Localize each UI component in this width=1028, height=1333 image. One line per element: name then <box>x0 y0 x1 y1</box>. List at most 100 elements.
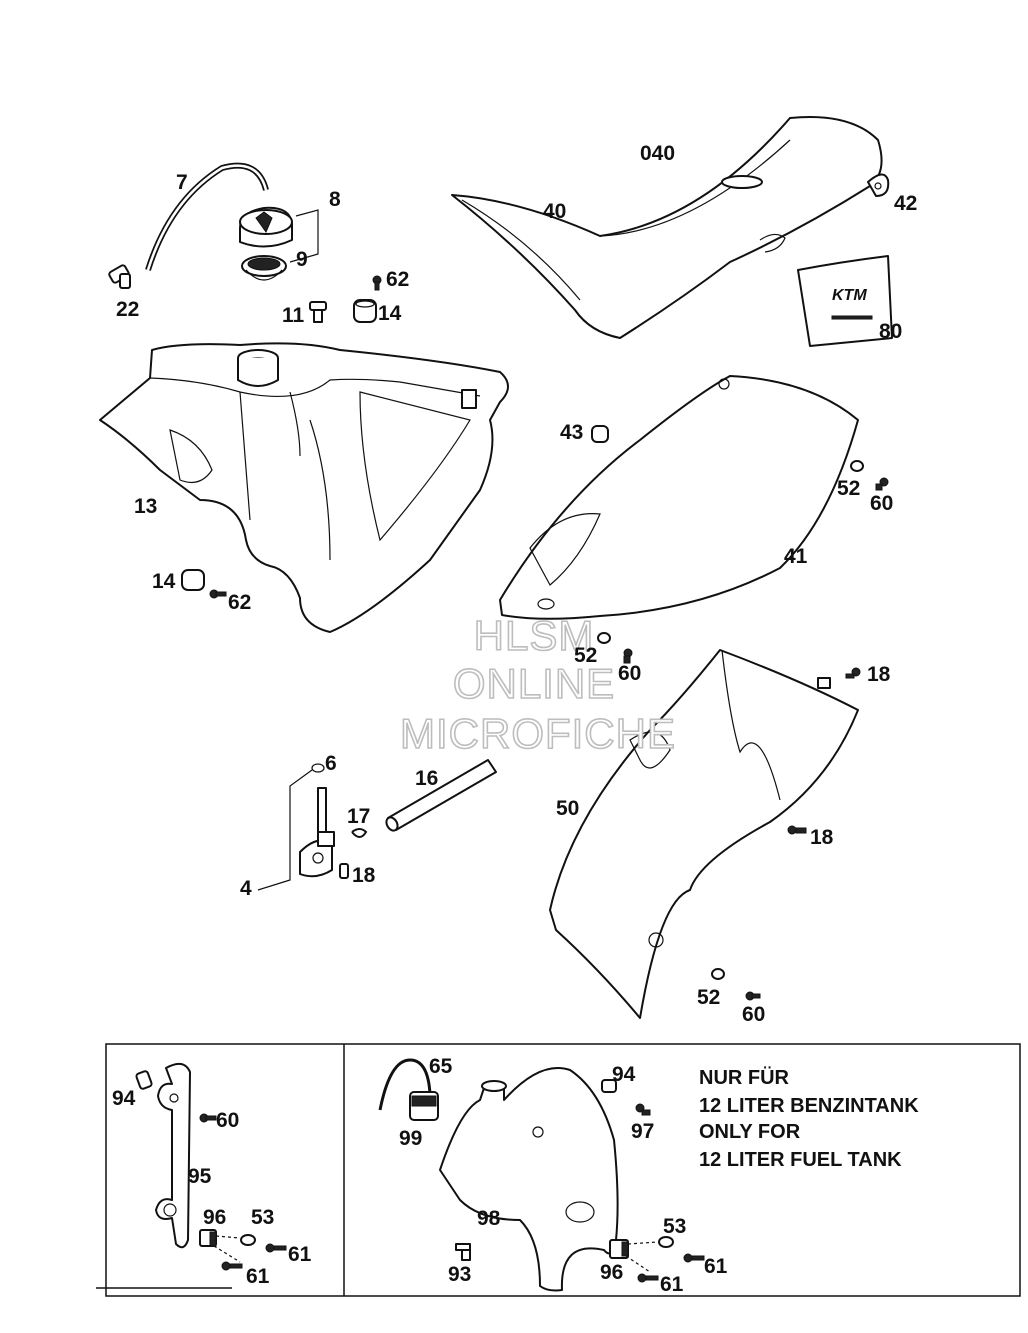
label-14-top: 14 <box>378 302 402 325</box>
screw-93[interactable] <box>455 1243 471 1261</box>
label-60-a: 60 <box>870 492 893 515</box>
label-18-b: 18 <box>810 826 834 849</box>
variant-note: NUR FÜR 12 LITER BENZINTANK ONLY FOR 12 … <box>699 1066 919 1171</box>
label-95: 95 <box>188 1165 212 1188</box>
washer-52-c[interactable] <box>711 968 725 980</box>
washer-53-right[interactable] <box>658 1236 674 1248</box>
hose-clamp[interactable] <box>351 828 368 838</box>
fuel-tank[interactable] <box>99 342 509 633</box>
label-93: 93 <box>448 1263 471 1286</box>
label-14-mid: 14 <box>152 570 176 593</box>
label-42: 42 <box>894 192 917 215</box>
washer-52-a[interactable] <box>850 460 864 472</box>
label-43: 43 <box>560 421 583 444</box>
label-40: 40 <box>543 200 566 223</box>
side-panel-right[interactable] <box>499 375 859 620</box>
label-80: 80 <box>879 320 902 343</box>
screw-61-c[interactable] <box>683 1253 705 1263</box>
screw-62-mid[interactable] <box>209 589 227 599</box>
label-61-b: 61 <box>246 1265 270 1288</box>
note-line-3: ONLY FOR <box>699 1121 801 1143</box>
label-60-b: 60 <box>618 662 641 685</box>
label-52-a: 52 <box>837 477 860 500</box>
nut-96-right[interactable] <box>609 1239 629 1259</box>
seat[interactable] <box>451 115 883 339</box>
note-line-2: 12 LITER BENZINTANK <box>699 1095 919 1117</box>
leader-8-9 <box>289 209 319 263</box>
screw-60-c[interactable] <box>745 991 761 1001</box>
note-line-4: 12 LITER FUEL TANK <box>699 1149 902 1171</box>
cap-seal[interactable] <box>241 255 287 281</box>
label-4: 4 <box>240 877 252 900</box>
screw-61-a[interactable] <box>265 1243 287 1253</box>
label-53-right: 53 <box>663 1215 686 1238</box>
label-61-a: 61 <box>288 1243 312 1266</box>
label-65: 65 <box>429 1055 453 1078</box>
label-8: 8 <box>329 188 341 211</box>
label-98: 98 <box>477 1207 501 1230</box>
spacer-94-right[interactable] <box>601 1079 617 1093</box>
label-99: 99 <box>399 1127 422 1150</box>
washer-53-left[interactable] <box>240 1234 256 1246</box>
label-13: 13 <box>134 495 157 518</box>
label-9: 9 <box>296 248 308 271</box>
vent-hose-small[interactable] <box>378 1058 432 1111</box>
washer-52-b[interactable] <box>597 632 611 644</box>
hose-elbow[interactable] <box>108 264 131 289</box>
screw-60-box[interactable] <box>199 1113 217 1123</box>
screw-18-a[interactable] <box>845 667 861 679</box>
label-6: 6 <box>325 752 337 775</box>
screw-11[interactable] <box>309 301 327 323</box>
label-17: 17 <box>347 805 370 828</box>
label-62-top: 62 <box>386 268 409 291</box>
part-labels: 040 40 42 80 7 8 9 22 62 11 14 13 43 52 … <box>112 142 917 1296</box>
label-11: 11 <box>282 304 305 327</box>
label-60-box: 60 <box>216 1109 239 1132</box>
label-94-left: 94 <box>112 1087 136 1110</box>
label-96-left: 96 <box>203 1206 226 1229</box>
watermark: HLSM ONLINE MICROFICHE <box>399 611 676 758</box>
fuel-cap[interactable] <box>239 206 293 248</box>
tank-bracket[interactable] <box>155 1062 191 1249</box>
watermark-line-3: MICROFICHE <box>400 710 676 757</box>
nut-96-left[interactable] <box>199 1229 217 1247</box>
svg-text:KTM: KTM <box>832 287 867 304</box>
screw-97[interactable] <box>635 1103 651 1116</box>
label-50: 50 <box>556 797 579 820</box>
o-ring[interactable] <box>311 763 325 773</box>
label-040: 040 <box>640 142 675 165</box>
fuel-tap[interactable] <box>299 787 335 878</box>
label-61-c: 61 <box>704 1255 728 1278</box>
rubber-14-top[interactable] <box>353 299 377 323</box>
fuel-cap-small[interactable] <box>409 1091 439 1121</box>
side-cover-left[interactable] <box>549 649 859 1019</box>
label-61-d: 61 <box>660 1273 684 1296</box>
grommet-43[interactable] <box>591 425 609 443</box>
label-96-right: 96 <box>600 1261 623 1284</box>
label-52-b: 52 <box>574 644 597 667</box>
screw-62-top[interactable] <box>372 275 382 291</box>
label-7: 7 <box>176 171 188 194</box>
leader-6-4 <box>257 769 313 891</box>
fuel-hose[interactable] <box>384 759 497 833</box>
watermark-line-2: ONLINE <box>453 660 615 707</box>
label-52-c: 52 <box>697 986 720 1009</box>
label-97: 97 <box>631 1120 654 1143</box>
screw-61-d[interactable] <box>637 1273 659 1283</box>
screw-18-c[interactable] <box>339 863 349 879</box>
screw-60-a[interactable] <box>875 477 889 491</box>
note-line-1: NUR FÜR <box>699 1066 790 1089</box>
label-60-c: 60 <box>742 1003 765 1026</box>
ktm-decal[interactable]: KTM <box>797 255 893 347</box>
label-62-mid: 62 <box>228 591 251 614</box>
screw-60-b[interactable] <box>623 648 633 664</box>
rubber-14-mid[interactable] <box>181 569 205 591</box>
watermark-line-1: HLSM <box>474 612 595 659</box>
label-22: 22 <box>116 298 139 321</box>
spacer-94-left[interactable] <box>135 1070 153 1090</box>
label-41: 41 <box>784 545 808 568</box>
seat-bracket[interactable] <box>867 173 890 197</box>
screw-18-b[interactable] <box>787 825 807 835</box>
screw-61-b[interactable] <box>221 1261 243 1271</box>
